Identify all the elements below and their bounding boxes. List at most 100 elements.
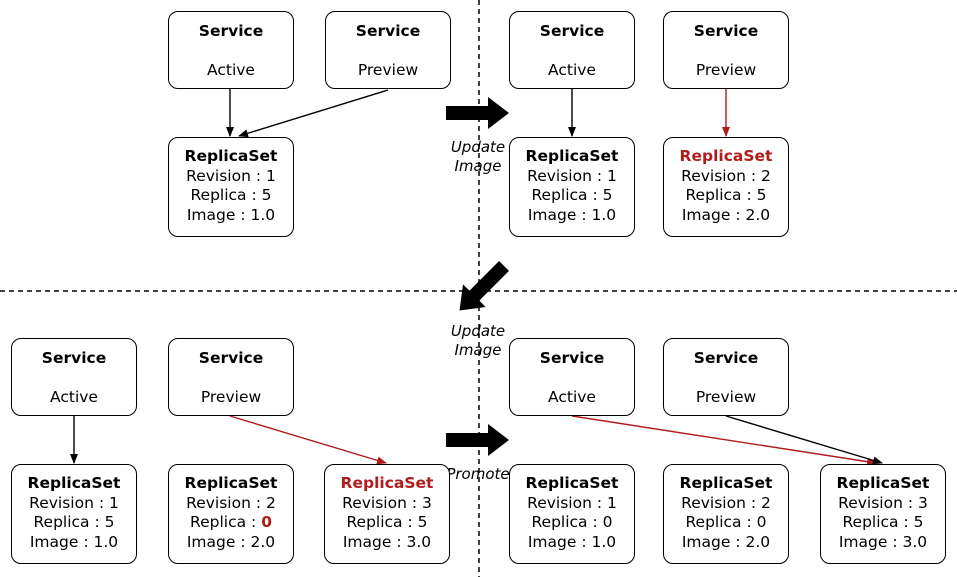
replicaset-title: ReplicaSet	[836, 474, 930, 492]
replica-label: Replica :	[190, 186, 262, 204]
br-service-preview: Service Preview	[663, 338, 789, 416]
update-label-word: Update	[450, 322, 506, 340]
replicaset-replica: Replica : 0	[169, 513, 293, 533]
replicaset-image: Image : 3.0	[838, 532, 928, 551]
replicaset-revision: Revision : 2	[681, 493, 771, 512]
replicaset-replica: Replica : 0	[664, 513, 788, 533]
promote-label: Promote	[446, 465, 510, 483]
replicaset-revision: Revision : 3	[838, 493, 928, 512]
replica-value: 0	[602, 513, 613, 531]
replicaset-title-new: ReplicaSet	[679, 147, 773, 165]
service-subtitle: Preview	[695, 388, 757, 406]
service-subtitle: Active	[50, 388, 98, 406]
replicaset-image: Image : 2.0	[186, 532, 276, 551]
update-image-label-middle: Update Image	[440, 322, 516, 360]
update-label-word: Update	[450, 138, 506, 156]
tr-service-preview: Service Preview	[663, 11, 789, 89]
replica-label: Replica :	[531, 186, 603, 204]
replicaset-image: Image : 1.0	[29, 532, 119, 551]
service-subtitle: Active	[548, 61, 596, 79]
service-subtitle: Preview	[200, 388, 262, 406]
replicaset-title: ReplicaSet	[27, 474, 121, 492]
replica-value: 5	[104, 513, 115, 531]
replica-label: Replica :	[685, 513, 757, 531]
bl-replicaset-1: ReplicaSet Revision : 1 Replica : 5 Imag…	[11, 464, 137, 564]
replicaset-replica: Replica : 5	[510, 186, 634, 206]
service-subtitle: Preview	[357, 61, 419, 79]
tr-replicaset-1: ReplicaSet Revision : 1 Replica : 5 Imag…	[509, 137, 635, 237]
replicaset-image: Image : 1.0	[527, 532, 617, 551]
replica-value: 5	[261, 186, 272, 204]
bl-replicaset-3: ReplicaSet Revision : 3 Replica : 5 Imag…	[324, 464, 450, 564]
service-title: Service	[693, 349, 759, 367]
replicaset-revision: Revision : 1	[527, 166, 617, 185]
replicaset-title: ReplicaSet	[184, 474, 278, 492]
br-service-active: Service Active	[509, 338, 635, 416]
replica-label: Replica :	[842, 513, 914, 531]
replicaset-replica: Replica : 5	[169, 186, 293, 206]
replicaset-image: Image : 2.0	[681, 532, 771, 551]
tl-service-preview: Service Preview	[325, 11, 451, 89]
replicaset-replica: Replica : 5	[821, 513, 945, 533]
replicaset-title: ReplicaSet	[184, 147, 278, 165]
service-subtitle: Active	[207, 61, 255, 79]
replica-value: 0	[756, 513, 767, 531]
replicaset-image: Image : 2.0	[681, 205, 771, 224]
replicaset-revision: Revision : 3	[342, 493, 432, 512]
replicaset-title: ReplicaSet	[525, 147, 619, 165]
image-label-word: Image	[454, 157, 502, 175]
replicaset-revision: Revision : 1	[186, 166, 276, 185]
service-title: Service	[539, 349, 605, 367]
tr-service-active: Service Active	[509, 11, 635, 89]
image-label-word: Image	[454, 341, 502, 359]
replicaset-replica: Replica : 0	[510, 513, 634, 533]
update-image-arrow-right	[446, 97, 509, 129]
replicaset-revision: Revision : 1	[527, 493, 617, 512]
service-subtitle: Preview	[695, 61, 757, 79]
replicaset-image: Image : 3.0	[342, 532, 432, 551]
replicaset-replica: Replica : 5	[664, 186, 788, 206]
service-title: Service	[539, 22, 605, 40]
replica-label: Replica :	[33, 513, 105, 531]
br-active-to-rs3-arrow	[571, 415, 877, 466]
br-replicaset-2: ReplicaSet Revision : 2 Replica : 0 Imag…	[663, 464, 789, 564]
replica-label: Replica :	[190, 513, 262, 531]
replica-value: 5	[602, 186, 613, 204]
service-title: Service	[41, 349, 107, 367]
replicaset-revision: Revision : 2	[186, 493, 276, 512]
service-title: Service	[198, 349, 264, 367]
tl-service-active: Service Active	[168, 11, 294, 89]
promote-arrow-right	[446, 424, 509, 456]
bl-service-preview: Service Preview	[168, 338, 294, 416]
replicaset-revision: Revision : 1	[29, 493, 119, 512]
replicaset-title-new: ReplicaSet	[340, 474, 434, 492]
update-image-label-top: Update Image	[440, 138, 516, 176]
replicaset-image: Image : 1.0	[186, 205, 276, 224]
bl-preview-to-rs3-arrow	[229, 415, 387, 465]
replicaset-replica: Replica : 5	[12, 513, 136, 533]
replica-value-scaled-down: 0	[261, 513, 272, 531]
replica-label: Replica :	[531, 513, 603, 531]
replicaset-title: ReplicaSet	[525, 474, 619, 492]
service-title: Service	[355, 22, 421, 40]
replicaset-replica: Replica : 5	[325, 513, 449, 533]
tl-replicaset-1: ReplicaSet Revision : 1 Replica : 5 Imag…	[168, 137, 294, 237]
replica-value: 5	[417, 513, 428, 531]
br-replicaset-3: ReplicaSet Revision : 3 Replica : 5 Imag…	[820, 464, 946, 564]
br-replicaset-1: ReplicaSet Revision : 1 Replica : 0 Imag…	[509, 464, 635, 564]
update-image-arrow-down-left	[459, 261, 509, 311]
replica-value: 5	[756, 186, 767, 204]
bl-replicaset-2: ReplicaSet Revision : 2 Replica : 0 Imag…	[168, 464, 294, 564]
br-preview-to-rs3-arrow	[725, 415, 883, 465]
replicaset-image: Image : 1.0	[527, 205, 617, 224]
service-title: Service	[693, 22, 759, 40]
service-subtitle: Active	[548, 388, 596, 406]
tr-replicaset-2: ReplicaSet Revision : 2 Replica : 5 Imag…	[663, 137, 789, 237]
replica-label: Replica :	[685, 186, 757, 204]
tl-preview-to-rs1-arrow	[238, 89, 389, 138]
replica-value: 5	[913, 513, 924, 531]
service-title: Service	[198, 22, 264, 40]
replicaset-revision: Revision : 2	[681, 166, 771, 185]
replica-label: Replica :	[346, 513, 418, 531]
